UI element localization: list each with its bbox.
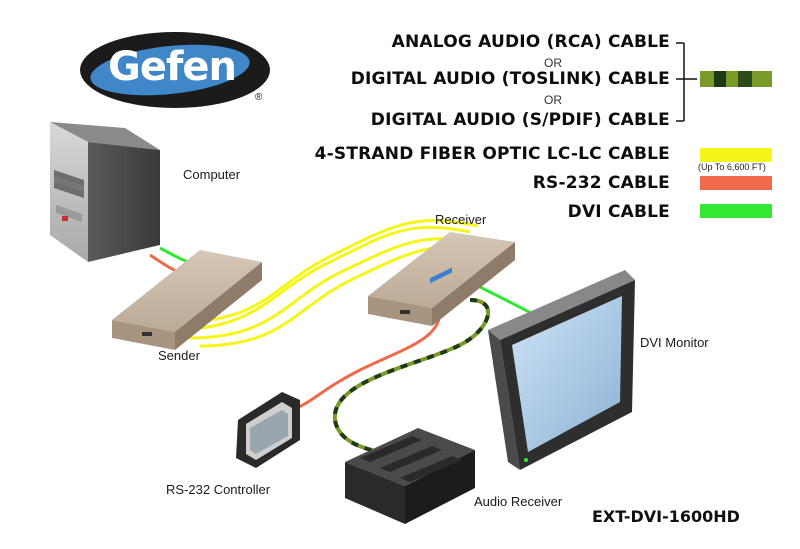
legend-fiber: 4-STRAND FIBER OPTIC LC-LC CABLE [314, 144, 670, 164]
fiber-cable-swatch [700, 148, 772, 162]
audio-cable-swatch [700, 71, 772, 87]
audio-cable-dark [332, 298, 491, 454]
rs232-cable-swatch [700, 176, 772, 190]
rs232-cable-controller [289, 311, 442, 412]
receiver-icon [368, 232, 515, 326]
dvi-monitor-icon [488, 270, 635, 470]
logo-text: Gefen [108, 44, 237, 90]
legend-spdif: DIGITAL AUDIO (S/PDIF) CABLE [370, 110, 670, 130]
legend-or-2: OR [544, 93, 562, 107]
dvi-cable-swatch [700, 204, 772, 218]
receiver-label: Receiver [435, 212, 487, 227]
legend-toslink: DIGITAL AUDIO (TOSLINK) CABLE [350, 69, 670, 89]
rs232-controller-icon [236, 392, 300, 468]
legend-analog-audio: ANALOG AUDIO (RCA) CABLE [391, 32, 670, 52]
dvi-monitor-label: DVI Monitor [640, 335, 709, 350]
audio-receiver-label: Audio Receiver [474, 494, 563, 509]
legend-rs232: RS-232 CABLE [532, 173, 670, 193]
computer-label: Computer [183, 167, 241, 182]
sender-icon [112, 250, 262, 350]
legend-fiber-note: (Up To 6,600 FT) [698, 162, 766, 172]
gefen-logo [80, 32, 270, 108]
legend-dvi: DVI CABLE [567, 202, 670, 222]
computer-icon [50, 122, 160, 262]
legend-or-1: OR [544, 56, 562, 70]
sender-label: Sender [158, 348, 200, 363]
audio-receiver-icon [345, 267, 475, 524]
audio-cable-light [332, 298, 491, 454]
model-number: EXT-DVI-1600HD [592, 507, 740, 526]
audio-legend-bracket [676, 42, 697, 122]
rs232-controller-label: RS-232 Controller [166, 482, 271, 497]
registered-mark: ® [255, 92, 263, 103]
